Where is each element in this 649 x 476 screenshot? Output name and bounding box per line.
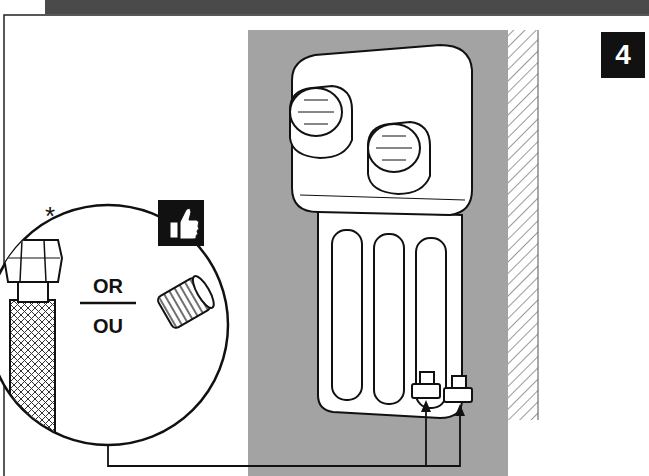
- step-number: 4: [615, 41, 631, 69]
- option-label: OU: [93, 316, 123, 336]
- wall-hatch: [508, 30, 538, 420]
- valve-cap: [156, 273, 217, 329]
- fraction-line: [80, 302, 136, 305]
- radiator: [290, 45, 472, 418]
- option-label: OR: [93, 276, 123, 296]
- wall: [248, 30, 508, 476]
- step-number-box: 4: [601, 32, 645, 78]
- footnote-mark: *: [45, 203, 55, 229]
- hose-fitting: [4, 240, 62, 476]
- leader-line: [108, 406, 460, 466]
- header-bar: [45, 0, 649, 14]
- callout-circle: * OR OU: [0, 200, 230, 450]
- thumbs-up-icon: [158, 200, 204, 246]
- arrowhead: [421, 400, 465, 416]
